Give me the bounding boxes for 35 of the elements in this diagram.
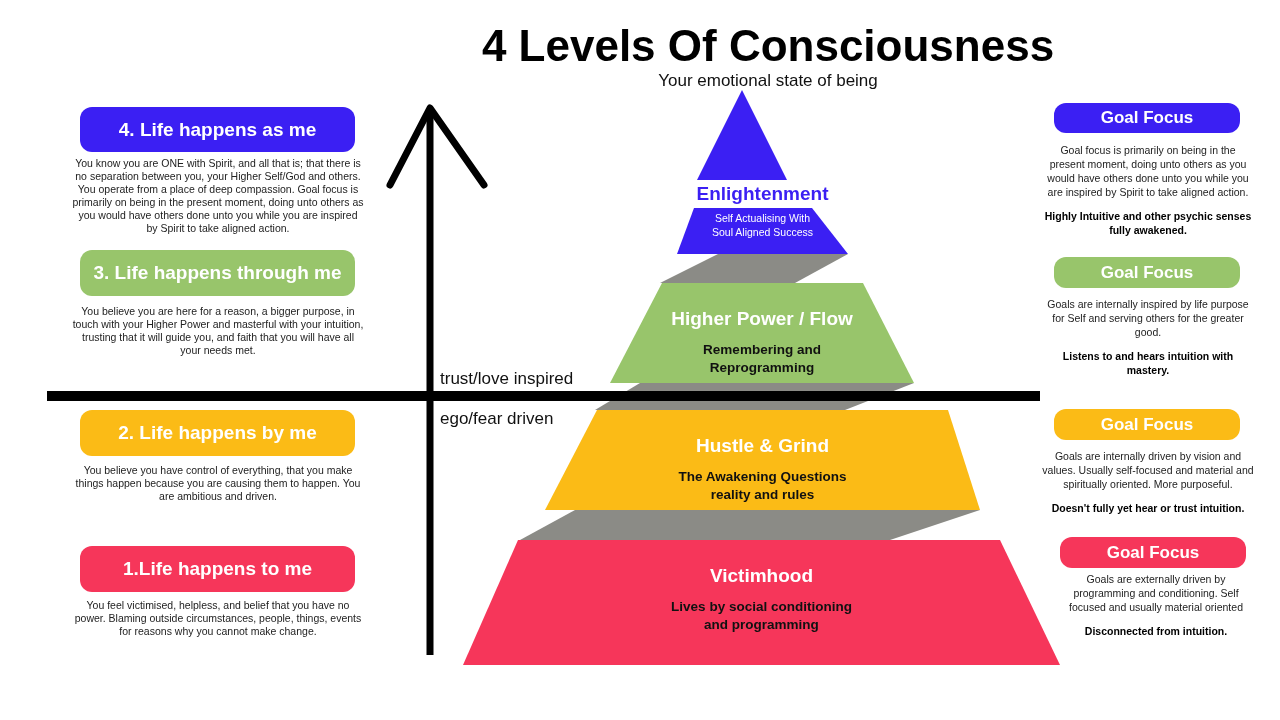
description-text: Highly Intuitive and other psychic senses fully awakened.	[1043, 209, 1253, 237]
description-text: You believe you have control of everything, that you make things happen because you are causing them to happen. You are ambitious and driven.	[74, 464, 362, 503]
axis-label: trust/love inspired	[440, 368, 574, 390]
tier-title: Higher Power / Flow	[671, 307, 853, 331]
description-text: Listens to and hears intuition with mastery.	[1061, 349, 1235, 377]
subtitle: Your emotional state of being	[657, 70, 879, 92]
description-text: You believe you are here for a reason, a bigger purpose, in touch with your Higher Power and masterful with your intuition, trusting that it will guide you, and faith that you will have all your needs met.	[72, 305, 364, 357]
description-text: Goals are internally driven by vision and values. Usually self-focused and material and spiritually oriented. More purposeful.	[1042, 449, 1254, 491]
level-heading-badge: 4. Life happens as me	[80, 107, 355, 152]
tier-title: Victimhood	[709, 564, 814, 588]
description-text: You know you are ONE with Spirit, and all that is; that there is no separation between you, your Higher Self/God and others. You operate from a place of deep compassion. Goal focus is primarily on being in the present moment, doing unto others as you would have others done unto you while you are inspired by Spirit to take aligned action.	[72, 157, 364, 235]
description-text: Goals are internally inspired by life purpose for Self and serving others for the greater good.	[1046, 297, 1250, 339]
description-text: Goals are externally driven by programming and conditioning. Self focused and usually material oriented	[1068, 572, 1244, 614]
tier-title: Hustle & Grind	[696, 434, 829, 458]
level-heading-badge: Goal Focus	[1054, 103, 1240, 133]
description-text: Doesn't fully yet hear or trust intuition.	[1050, 501, 1246, 515]
description-text: Goal focus is primarily on being in the present moment, doing unto others as you would have others done unto you while you are inspired by Spirit to take aligned action.	[1046, 143, 1250, 199]
pyramid-tier	[463, 540, 1060, 665]
pyramid-tier	[677, 90, 848, 254]
level-heading-badge: 1.Life happens to me	[80, 546, 355, 592]
tier-subtitle: The Awakening Questions reality and rules	[677, 468, 848, 504]
level-heading-badge: 2. Life happens by me	[80, 410, 355, 456]
level-heading-badge: Goal Focus	[1060, 537, 1246, 568]
tier-title: Enlightenment	[696, 182, 829, 206]
tier-subtitle: Remembering and Reprogramming	[702, 341, 822, 377]
pyramid-tier	[610, 283, 914, 383]
axis-label: ego/fear driven	[440, 408, 554, 430]
tier-subtitle: Lives by social conditioning and programming	[670, 598, 853, 634]
tier-subtitle: Self Actualising With Soul Aligned Success	[711, 211, 814, 239]
level-heading-badge: Goal Focus	[1054, 409, 1240, 440]
description-text: You feel victimised, helpless, and belief that you have no power. Blaming outside circumstances, people, things, events for reasons why you cannot make change.	[73, 599, 363, 638]
description-text: Disconnected from intuition.	[1083, 624, 1229, 638]
title: 4 Levels Of Consciousness	[480, 22, 1056, 70]
level-heading-badge: Goal Focus	[1054, 257, 1240, 288]
level-heading-badge: 3. Life happens through me	[80, 250, 355, 296]
